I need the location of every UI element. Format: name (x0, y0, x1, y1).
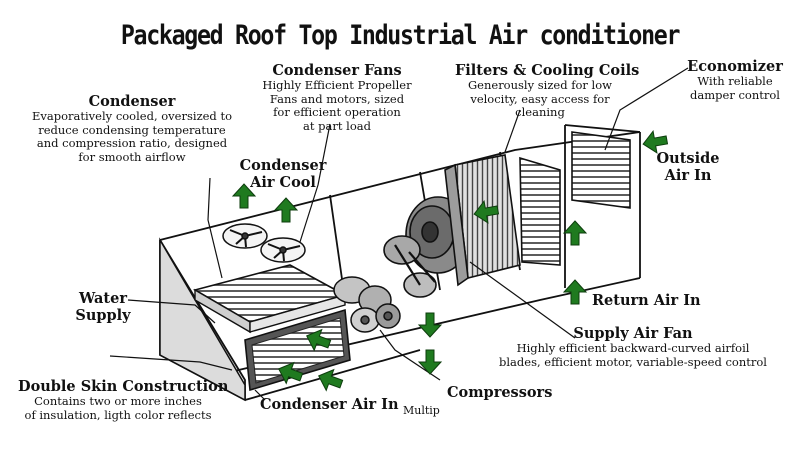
water-supply-line1: Water (79, 290, 127, 307)
supply-air-arrow-upper (418, 312, 442, 338)
economizer-damper (571, 131, 631, 209)
compressors-label: Compressors (447, 384, 557, 401)
supply-fan-desc-1: Highly efficient backward-curved airfoil (516, 341, 750, 356)
condenser-fans-desc-4: at part load (303, 118, 371, 133)
filters-desc-1: Generously sized for low (467, 78, 612, 93)
supply-fan-heading: Supply Air Fan (573, 325, 693, 342)
condenser-inlet-grille (244, 308, 351, 392)
condenser-desc-1: Evaporatively cooled, oversized to (32, 109, 232, 124)
condenser-fans (222, 223, 306, 263)
economizer-heading: Economizer (687, 58, 783, 75)
economizer-label: Economizer With reliable damper control (680, 58, 790, 102)
economizer-desc-1: With reliable (697, 74, 773, 89)
condenser-air-in-label: Condenser Air In (260, 396, 399, 413)
filters-desc-3: cleaning (515, 105, 565, 120)
filters-cooling-coils (444, 154, 561, 287)
double-skin-label: Double Skin Construction Contains two or… (18, 378, 229, 422)
outside-air-line2: Air In (664, 167, 712, 185)
supply-fan-desc-2: blades, efficient motor, variable-speed … (499, 354, 767, 369)
condenser-air-cool-line2: Air Cool (250, 174, 316, 192)
condenser-label: Condenser Evaporatively cooled, oversize… (22, 93, 242, 164)
outside-air-label: Outside Air In (648, 150, 728, 184)
condenser-fans-label: Condenser Fans Highly Efficient Propelle… (262, 62, 412, 133)
return-air-text: Return Air In (592, 292, 701, 309)
condenser-air-cool-arrow-right (274, 197, 298, 223)
condenser-fans-desc-1: Highly Efficient Propeller (262, 78, 412, 93)
page-title: Packaged Roof Top Industrial Air conditi… (120, 20, 681, 51)
multi-cut-text: Multip (403, 404, 440, 417)
outside-air-line1: Outside (656, 150, 720, 167)
condenser-desc-2: reduce condensing temperature (38, 122, 226, 137)
filters-heading: Filters & Cooling Coils (455, 62, 640, 79)
compressors-text: Compressors (447, 384, 553, 401)
double-skin-desc-1: Contains two or more inches (34, 394, 202, 409)
condenser-fans-heading: Condenser Fans (272, 62, 402, 79)
condenser-coil (192, 264, 348, 334)
supply-fan-label: Supply Air Fan Highly efficient backward… (483, 325, 783, 369)
water-supply-label: Water Supply (68, 290, 138, 324)
leader-lines (109, 67, 689, 401)
double-skin-panel (159, 237, 246, 402)
condenser-air-cool-label: Condenser Air Cool (238, 157, 328, 191)
double-skin-heading: Double Skin Construction (18, 378, 229, 395)
condenser-heading: Condenser (88, 93, 176, 110)
condenser-air-cool-line1: Condenser (239, 157, 327, 174)
supply-air-arrow-lower (418, 349, 442, 375)
return-air-arrow-upper (563, 220, 587, 246)
double-skin-desc-2: of insulation, ligth color reflects (24, 407, 212, 422)
condenser-desc-4: for smooth airflow (78, 149, 186, 164)
condenser-fans-desc-3: for efficient operation (273, 105, 401, 120)
compressors (333, 276, 401, 333)
condenser-fans-desc-2: Fans and motors, sized (269, 91, 405, 106)
water-supply-line2: Supply (75, 307, 131, 325)
condenser-air-in-text: Condenser Air In (260, 396, 399, 413)
return-air-label: Return Air In (592, 292, 712, 309)
filters-desc-2: velocity, easy access for (470, 91, 610, 106)
filters-label: Filters & Cooling Coils Generously sized… (455, 62, 640, 120)
return-air-arrow-lower (563, 279, 587, 305)
condenser-desc-3: and compression ratio, designed (36, 136, 228, 151)
economizer-desc-2: damper control (690, 87, 780, 102)
